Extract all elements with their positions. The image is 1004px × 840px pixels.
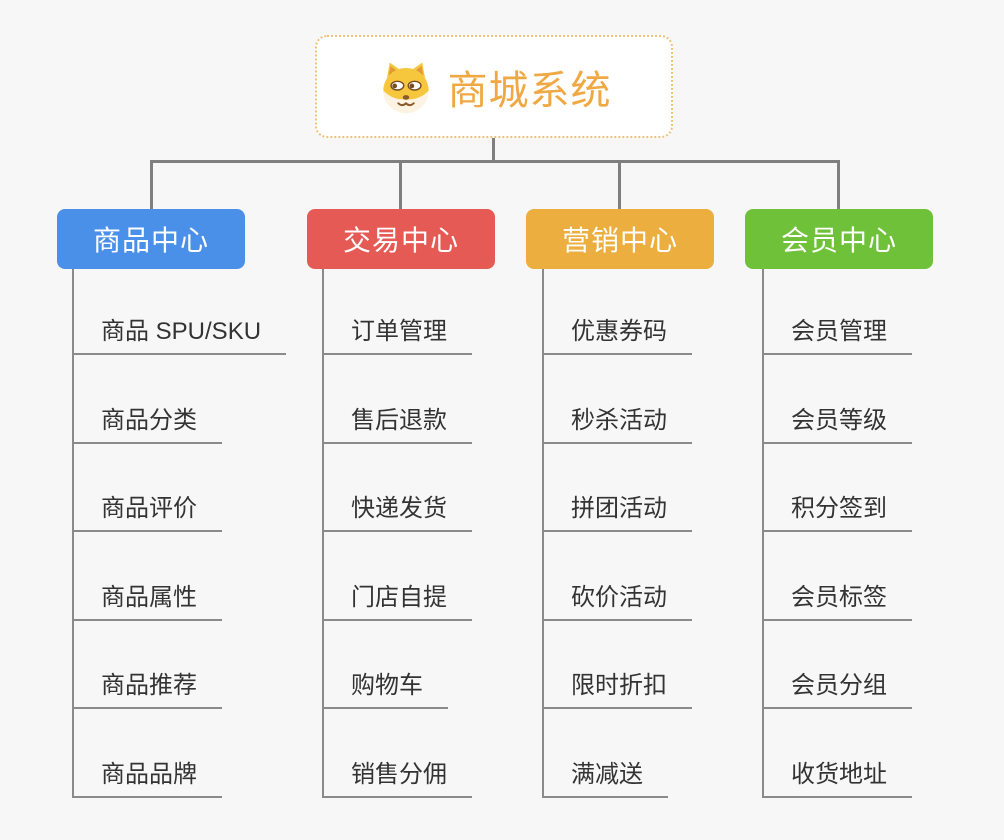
topic-item[interactable]: 商品分类 (74, 406, 222, 444)
topic-item[interactable]: 限时折扣 (544, 671, 692, 709)
connector-stub-branch-1 (399, 160, 402, 209)
topic-item[interactable]: 售后退款 (324, 406, 472, 444)
connector-stub-branch-2 (618, 160, 621, 209)
doge-face-icon (382, 62, 429, 113)
topic-item[interactable]: 会员管理 (764, 317, 912, 355)
root-node[interactable]: 商城系统 (315, 35, 673, 138)
connector-bus (150, 160, 840, 163)
topic-item[interactable]: 会员分组 (764, 671, 912, 709)
topic-item[interactable]: 优惠券码 (544, 317, 692, 355)
topic-item[interactable]: 订单管理 (324, 317, 472, 355)
topic-item[interactable]: 购物车 (324, 671, 448, 709)
topic-item[interactable]: 商品属性 (74, 583, 222, 621)
topic-item[interactable]: 拼团活动 (544, 494, 692, 532)
topic-item[interactable]: 销售分佣 (324, 760, 472, 798)
topic-column-product: 商品 SPU/SKU 商品分类 商品评价 商品属性 商品推荐 商品品牌 (72, 269, 312, 798)
connector-stub-branch-3 (837, 160, 840, 209)
topic-column-member: 会员管理 会员等级 积分签到 会员标签 会员分组 收货地址 (762, 269, 1002, 798)
topic-item[interactable]: 快递发货 (324, 494, 472, 532)
topic-item[interactable]: 砍价活动 (544, 583, 692, 621)
branch-node-member[interactable]: 会员中心 (745, 209, 933, 269)
topic-item[interactable]: 满减送 (544, 760, 668, 798)
topic-item[interactable]: 会员等级 (764, 406, 912, 444)
topic-item[interactable]: 积分签到 (764, 494, 912, 532)
branch-node-trade[interactable]: 交易中心 (307, 209, 495, 269)
connector-root-stub (492, 138, 495, 161)
branch-node-marketing[interactable]: 营销中心 (526, 209, 714, 269)
topic-item[interactable]: 商品 SPU/SKU (74, 317, 287, 355)
topic-item[interactable]: 门店自提 (324, 583, 472, 621)
topic-item[interactable]: 商品评价 (74, 494, 222, 532)
topic-item[interactable]: 商品推荐 (74, 671, 222, 709)
topic-column-marketing: 优惠券码 秒杀活动 拼团活动 砍价活动 限时折扣 满减送 (542, 269, 782, 798)
topic-column-trade: 订单管理 售后退款 快递发货 门店自提 购物车 销售分佣 (322, 269, 562, 798)
topic-item[interactable]: 会员标签 (764, 583, 912, 621)
topic-item[interactable]: 收货地址 (764, 760, 912, 798)
topic-item[interactable]: 秒杀活动 (544, 406, 692, 444)
root-title: 商城系统 (447, 68, 612, 113)
branch-node-product[interactable]: 商品中心 (57, 209, 245, 269)
topic-item[interactable]: 商品品牌 (74, 760, 222, 798)
connector-stub-branch-0 (150, 160, 153, 209)
